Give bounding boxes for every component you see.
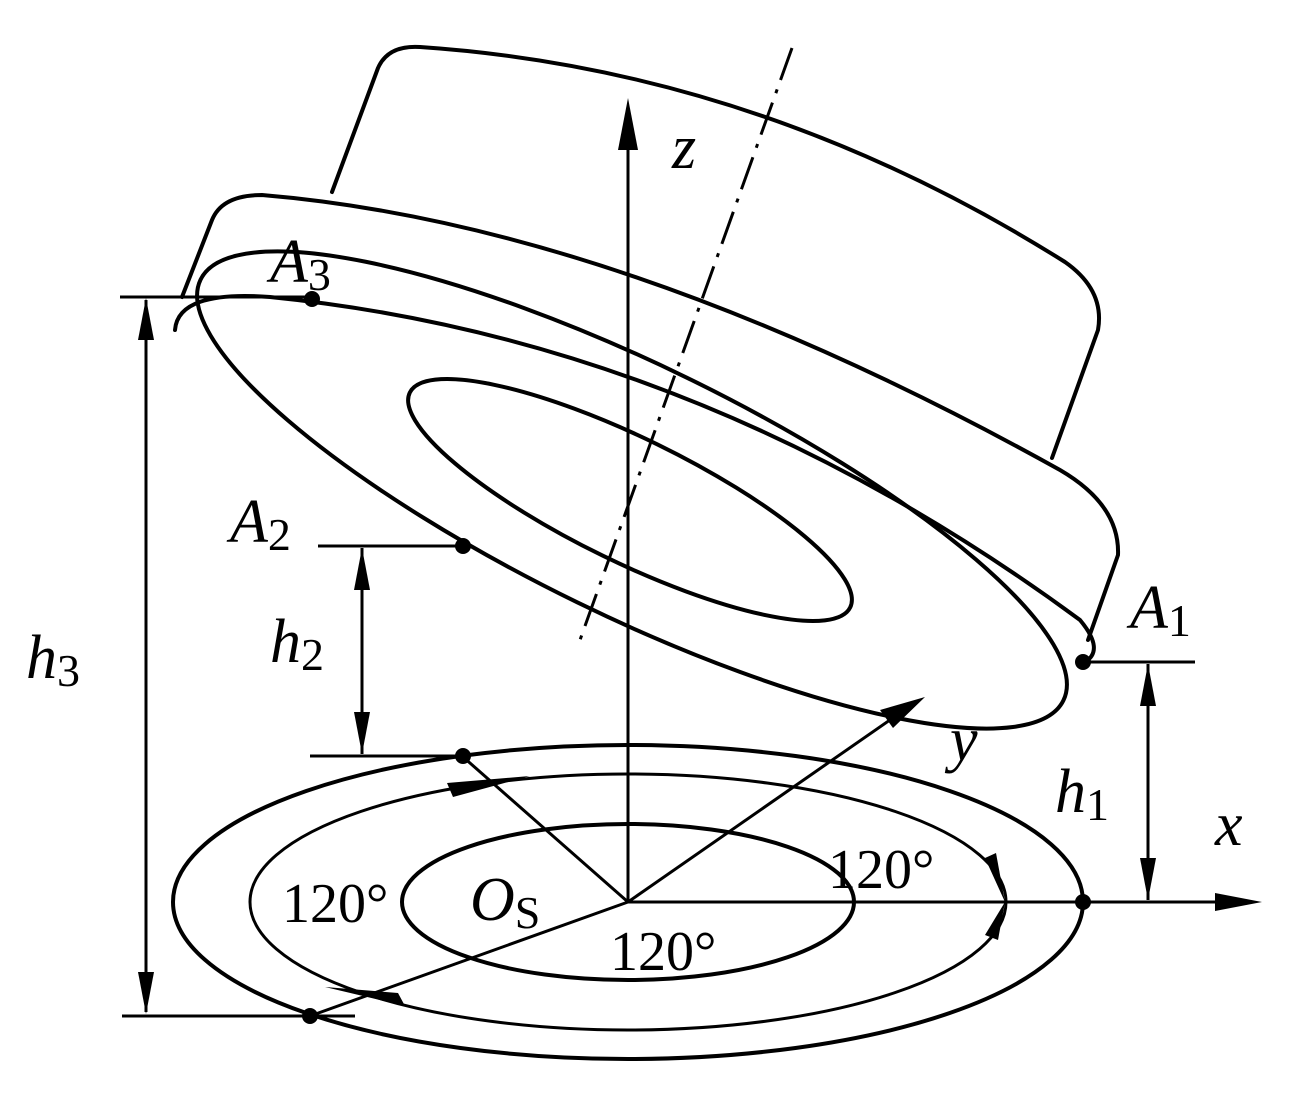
arc-arrow-top — [447, 776, 530, 797]
label-angle-left: 120° — [282, 873, 388, 935]
h1-arrow-bottom — [1140, 858, 1156, 900]
label-angle-bottom: 120° — [610, 921, 716, 983]
flange-bottom-ellipse — [195, 249, 1069, 731]
label-origin: OS — [470, 866, 540, 938]
h3-arrow-bottom — [138, 972, 154, 1014]
label-y-axis: y — [944, 706, 978, 774]
angle-arrows — [325, 776, 1005, 1006]
label-h3: h3 — [26, 624, 80, 696]
radius-to-A3-base — [309, 900, 629, 1018]
h3-arrow-top — [138, 298, 154, 340]
flange-back-edge — [180, 193, 1121, 642]
label-x-axis: x — [1214, 791, 1243, 859]
arc-arrow-bottom — [325, 987, 405, 1006]
flange-top-rim — [173, 293, 1096, 664]
labels: A3 A2 A1 h3 h2 h1 z y x OS 120° 120° 120… — [26, 114, 1243, 983]
point-A2 — [455, 538, 471, 554]
tilted-axis-centerline — [578, 47, 794, 641]
point-A3 — [304, 291, 320, 307]
label-A2: A2 — [226, 488, 291, 560]
label-h2: h2 — [270, 608, 324, 680]
coordinate-axes — [309, 98, 1262, 1018]
arc-arrow-right-upper — [985, 853, 1005, 902]
label-A1: A1 — [1126, 574, 1191, 646]
label-A3: A3 — [266, 228, 331, 300]
point-A1 — [1075, 654, 1091, 670]
h1-arrow-top — [1140, 664, 1156, 706]
point-A3-base — [302, 1008, 318, 1024]
tilted-body — [173, 44, 1121, 731]
z-axis-arrow — [618, 98, 638, 150]
point-A2-base — [455, 748, 471, 764]
h2-arrow-bottom — [354, 712, 370, 754]
y-axis-arrow — [880, 697, 925, 728]
arc-arrow-right-lower — [985, 902, 1005, 940]
point-A1-base — [1075, 894, 1091, 910]
inner-hole-ellipse — [406, 377, 854, 623]
points — [302, 291, 1091, 1024]
label-angle-right: 120° — [828, 839, 934, 901]
label-h1: h1 — [1055, 758, 1109, 830]
h2-arrow-top — [354, 548, 370, 590]
label-z-axis: z — [671, 114, 696, 182]
upper-cylinder-outline — [330, 44, 1101, 460]
y-axis-line — [627, 704, 911, 904]
x-axis-arrow — [1215, 893, 1262, 911]
